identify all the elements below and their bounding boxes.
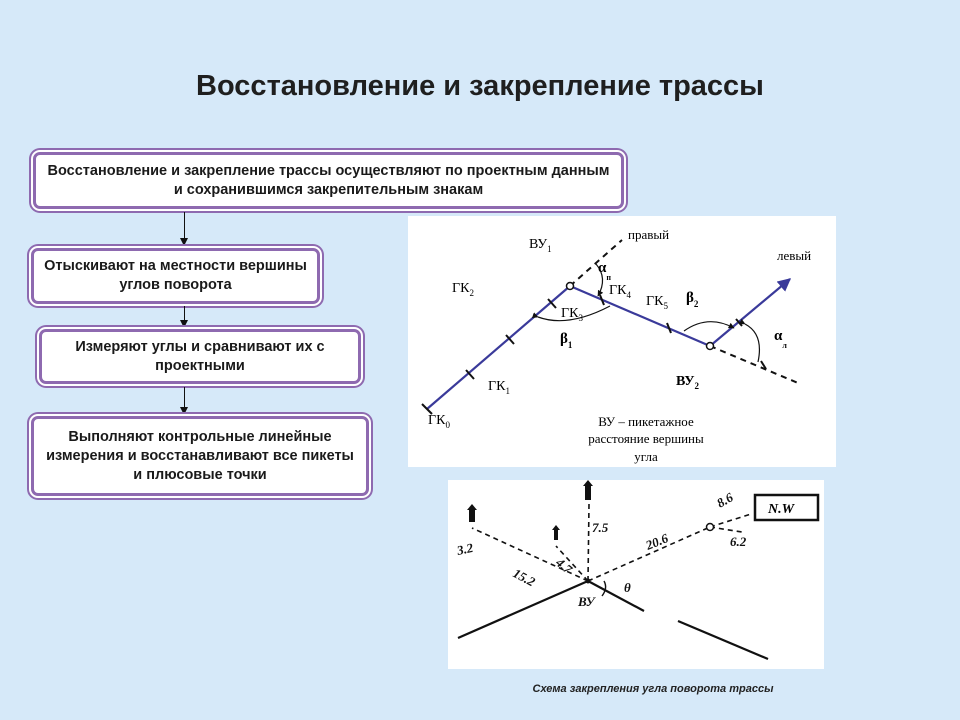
tie-dashed-lines: [471, 503, 752, 582]
beta1-label: β1: [560, 331, 573, 350]
vu2-label: ВУ2: [676, 374, 699, 391]
vu1-label: ВУ1: [529, 237, 552, 254]
tie-markers: [467, 480, 593, 540]
beta2-arc: [683, 321, 735, 332]
step-text-1: Восстановление и закрепление трассы осущ…: [47, 162, 610, 198]
flow-arrow-3: [180, 387, 188, 415]
alpha-p-arc: [595, 263, 604, 297]
tie-label-vu: ВУ: [577, 594, 597, 609]
route-line-1: [426, 285, 571, 410]
left-label: левый: [777, 248, 811, 263]
tie-theta-arc: [601, 580, 607, 597]
tie-label-theta: θ: [624, 580, 631, 595]
step-text-3: Измеряют углы и сравнивают их с проектны…: [75, 338, 325, 374]
route-diagram: ВУ1 правый левый ГК2 ГК3 ГК4 ГК5 ГК1 ГК0…: [421, 227, 811, 464]
figure-caption: Схема закрепления угла поворота трассы: [532, 683, 774, 695]
route-line-2: [569, 284, 711, 348]
gk4-label: ГК4: [609, 283, 631, 300]
picket-ticks: [421, 294, 767, 415]
note-line-3: угла: [634, 449, 658, 464]
tie-label-7-5: 7.5: [592, 520, 609, 535]
alpha-p-label: αп: [598, 260, 611, 282]
step-box-2: Отыскивают на местности вершины углов по…: [31, 248, 320, 304]
tie-diagram-panel: N.W 3.2 15.2 4.7 7.5 20.6 8.6 6.2 ВУ θ: [448, 480, 824, 669]
tie-route-far: [677, 619, 769, 661]
tie-route-right: [587, 580, 645, 612]
route-line-3: [709, 278, 792, 347]
step-box-4: Выполняют контрольные линейные измерения…: [31, 416, 369, 496]
beta2-label: β2: [686, 290, 699, 309]
gk3-label: ГК3: [561, 306, 583, 323]
extension-dash-1: [569, 239, 623, 287]
step-box-3: Измеряют углы и сравнивают их с проектны…: [39, 329, 361, 384]
vu2-point: [705, 341, 715, 351]
beta1-arc: [531, 305, 611, 322]
page-title: Восстановление и закрепление трассы: [196, 70, 764, 102]
step-box-1: Восстановление и закрепление трассы осущ…: [33, 152, 624, 209]
tie-label-3-2: 3.2: [455, 540, 475, 558]
gk5-label: ГК5: [646, 294, 668, 311]
step-text-4: Выполняют контрольные линейные измерения…: [46, 428, 354, 483]
note-line-1: ВУ – пикетажное: [598, 414, 694, 429]
nw-label: N.W: [767, 502, 796, 517]
extension-dash-2: [709, 345, 799, 384]
tie-vertex: [585, 578, 591, 584]
tie-label-20-6: 20.6: [643, 530, 671, 553]
right-label: правый: [628, 227, 669, 242]
tie-label-8-6: 8.6: [714, 489, 736, 510]
note-line-2: расстояние вершины: [588, 431, 704, 446]
alpha-l-label: αл: [774, 328, 787, 350]
gk0-label: ГК0: [428, 413, 450, 430]
nw-box: [753, 493, 820, 522]
vu1-point: [565, 281, 575, 291]
tie-point: [705, 522, 715, 532]
alpha-l-arc: [738, 318, 761, 363]
tie-route-left: [457, 579, 589, 640]
route-diagram-panel: ВУ1 правый левый ГК2 ГК3 ГК4 ГК5 ГК1 ГК0…: [408, 216, 836, 467]
gk2-label: ГК2: [452, 281, 474, 298]
tie-label-6-2: 6.2: [730, 534, 747, 549]
tie-label-4-7: 4.7: [552, 554, 575, 577]
tie-diagram: N.W 3.2 15.2 4.7 7.5 20.6 8.6 6.2 ВУ θ: [455, 480, 820, 661]
flow-arrow-1: [180, 212, 188, 246]
tie-label-15-2: 15.2: [511, 565, 539, 589]
flow-arrow-2: [180, 306, 188, 328]
step-text-2: Отыскивают на местности вершины углов по…: [44, 258, 307, 293]
gk1-label: ГК1: [488, 379, 510, 396]
